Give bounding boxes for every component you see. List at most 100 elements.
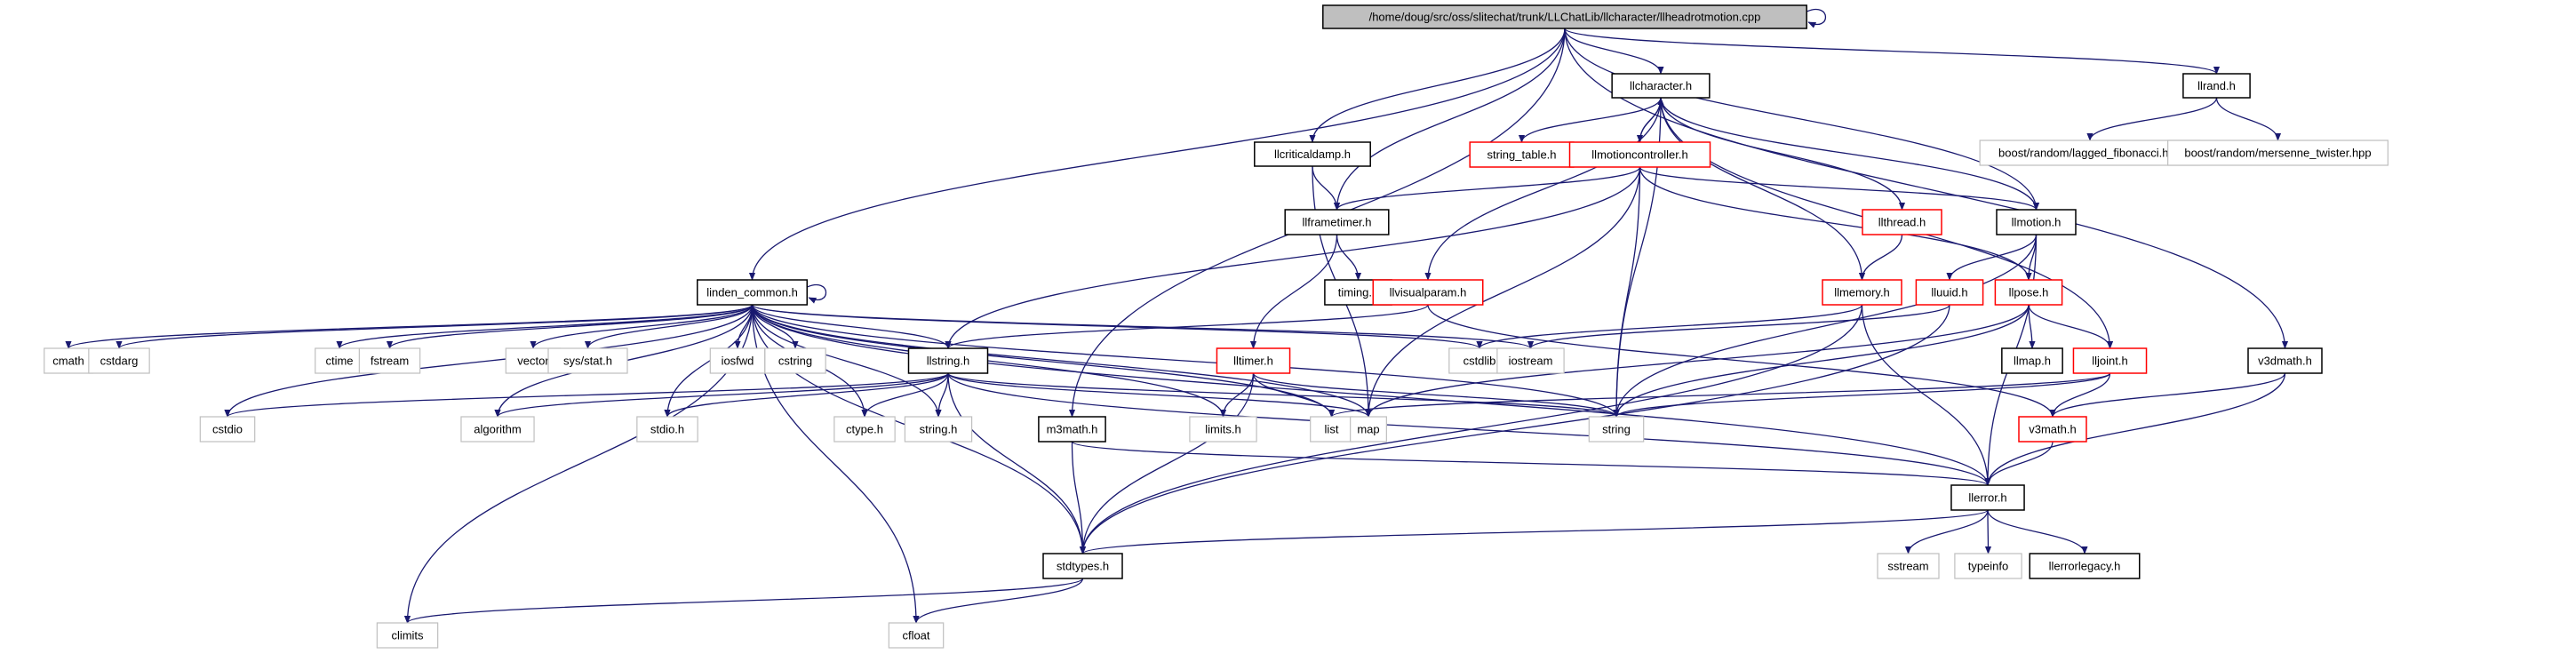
node-llerrorlegacy[interactable]: llerrorlegacy.h <box>2029 553 2141 579</box>
node-llmap[interactable]: llmap.h <box>2001 347 2063 374</box>
node-label: llmap.h <box>2014 355 2051 368</box>
node-sysstat: sys/stat.h <box>547 347 628 374</box>
node-label: string_table.h <box>1487 148 1556 162</box>
edge-root-to-root <box>1806 9 1827 28</box>
node-label: fstream <box>371 355 409 368</box>
edge-llmotioncontroller-to-llcharacter <box>1639 97 1664 143</box>
node-label: cstdlib <box>1463 355 1496 368</box>
node-label: map <box>1357 423 1379 436</box>
edges-layer <box>65 9 2289 624</box>
edge-lluuid-to-stdtypes <box>1079 304 1950 554</box>
node-box <box>904 416 973 443</box>
node-root[interactable]: /home/doug/src/oss/slitechat/trunk/LLCha… <box>1322 4 1807 29</box>
node-cfloat: cfloat <box>888 622 945 649</box>
node-label: v3math.h <box>2029 423 2076 436</box>
edge-linden_common-to-cstdlib <box>751 304 1483 349</box>
node-box <box>1979 140 2201 166</box>
edge-llmotion-to-string <box>1613 234 2038 418</box>
node-box <box>1310 416 1353 443</box>
node-linden_common[interactable]: linden_common.h <box>697 279 808 306</box>
node-box <box>460 416 535 443</box>
edge-llmotioncontroller-to-llframetimer <box>1334 166 1641 211</box>
node-v3dmath[interactable]: v3dmath.h <box>2247 347 2323 374</box>
edge-llmotioncontroller-to-string <box>1613 166 1641 418</box>
node-llcriticaldamp[interactable]: llcriticaldamp.h <box>1254 141 1371 167</box>
node-llstring[interactable]: llstring.h <box>907 347 989 374</box>
edge-root-to-llrand <box>1564 28 2220 75</box>
node-llmotioncontroller[interactable]: llmotioncontroller.h <box>1568 141 1711 168</box>
node-llpose[interactable]: llpose.h <box>1994 279 2063 306</box>
node-box <box>1469 141 1575 168</box>
node-v3math[interactable]: v3math.h <box>2018 416 2087 443</box>
node-label: list <box>1325 423 1339 436</box>
node-box <box>1994 279 2063 306</box>
node-box <box>1254 141 1371 167</box>
node-label: boost/random/mersenne_twister.hpp <box>2184 147 2371 160</box>
node-sstream: sstream <box>1877 553 1940 579</box>
node-lluuid[interactable]: lluuid.h <box>1915 279 1984 306</box>
edge-llcharacter-to-llthread <box>1660 97 1906 211</box>
node-llthread[interactable]: llthread.h <box>1862 209 1942 235</box>
edge-llmemory-to-llerror <box>1861 304 1991 486</box>
edge-linden_common-to-map <box>751 304 1372 418</box>
node-label: llcriticaldamp.h <box>1274 148 1351 161</box>
node-string_table[interactable]: string_table.h <box>1469 141 1575 168</box>
node-typeinfo: typeinfo <box>1954 553 2022 579</box>
edge-linden_common-to-linden_common <box>806 284 827 304</box>
edge-stdtypes-to-climits <box>404 578 1084 624</box>
edge-root-to-linden_common <box>748 28 1566 281</box>
node-box <box>1322 4 1807 29</box>
node-llframetimer[interactable]: llframetimer.h <box>1284 209 1390 235</box>
node-ctype: ctype.h <box>833 416 896 443</box>
node-label: cfloat <box>902 629 929 642</box>
edge-lluuid-to-iostream <box>1527 304 1950 349</box>
edge-llstring-to-map <box>947 372 1372 418</box>
node-llmemory[interactable]: llmemory.h <box>1822 279 1902 306</box>
node-label: llmemory.h <box>1834 286 1890 299</box>
edge-v3dmath-to-v3math <box>2049 372 2286 418</box>
node-label: llframetimer.h <box>1302 216 1371 229</box>
node-label: climits <box>391 629 424 642</box>
node-label: cstring <box>778 355 812 368</box>
node-box <box>1950 484 2025 511</box>
edge-llmotion-to-lluuid <box>1946 234 2038 281</box>
node-lljoint[interactable]: lljoint.h <box>2072 347 2148 374</box>
node-m3math[interactable]: m3math.h <box>1038 416 1106 443</box>
node-label: timing.h <box>1338 286 1379 299</box>
edge-root-to-llframetimer <box>1333 28 1566 211</box>
node-llerror[interactable]: llerror.h <box>1950 484 2025 511</box>
node-lltimer[interactable]: lltimer.h <box>1216 347 1291 374</box>
edge-llmotioncontroller-to-llstring <box>945 166 1641 349</box>
node-iostream: iostream <box>1496 347 1565 374</box>
edge-llcharacter-to-llmemory <box>1660 97 1866 281</box>
node-iosfwd: iosfwd <box>709 347 766 374</box>
node-label: string <box>1602 423 1631 436</box>
edge-llerror-to-llerrorlegacy <box>1987 509 2088 554</box>
node-label: typeinfo <box>1968 560 2009 573</box>
edge-m3math-to-llerror <box>1071 441 1991 486</box>
node-label: iostream <box>1509 355 1553 368</box>
node-box <box>2167 140 2389 166</box>
node-box <box>1038 416 1106 443</box>
node-lagged: boost/random/lagged_fibonacci.hpp <box>1979 140 2201 166</box>
node-label: algorithm <box>474 423 521 436</box>
node-label: llstring.h <box>927 355 969 368</box>
node-box <box>764 347 826 374</box>
edge-llstring-to-string <box>947 372 1620 418</box>
node-llrand[interactable]: llrand.h <box>2182 73 2251 99</box>
node-cstring: cstring <box>764 347 826 374</box>
node-llmotion[interactable]: llmotion.h <box>1996 209 2077 235</box>
node-box <box>88 347 150 374</box>
node-llcharacter[interactable]: llcharacter.h <box>1611 73 1711 99</box>
node-llvisualparam[interactable]: llvisualparam.h <box>1372 279 1484 306</box>
edge-v3dmath-to-llerror <box>1984 372 2286 486</box>
edge-lljoint-to-string <box>1613 372 2111 418</box>
edge-llcriticaldamp-to-llframetimer <box>1312 165 1341 211</box>
node-label: lluuid.h <box>1931 286 1967 299</box>
node-stdtypes[interactable]: stdtypes.h <box>1042 553 1123 579</box>
edge-lltimer-to-limits <box>1219 372 1255 418</box>
node-label: stdtypes.h <box>1057 560 1109 573</box>
edge-linden_common-to-cstdarg <box>116 304 754 349</box>
edge-lljoint-to-list <box>1328 372 2111 418</box>
